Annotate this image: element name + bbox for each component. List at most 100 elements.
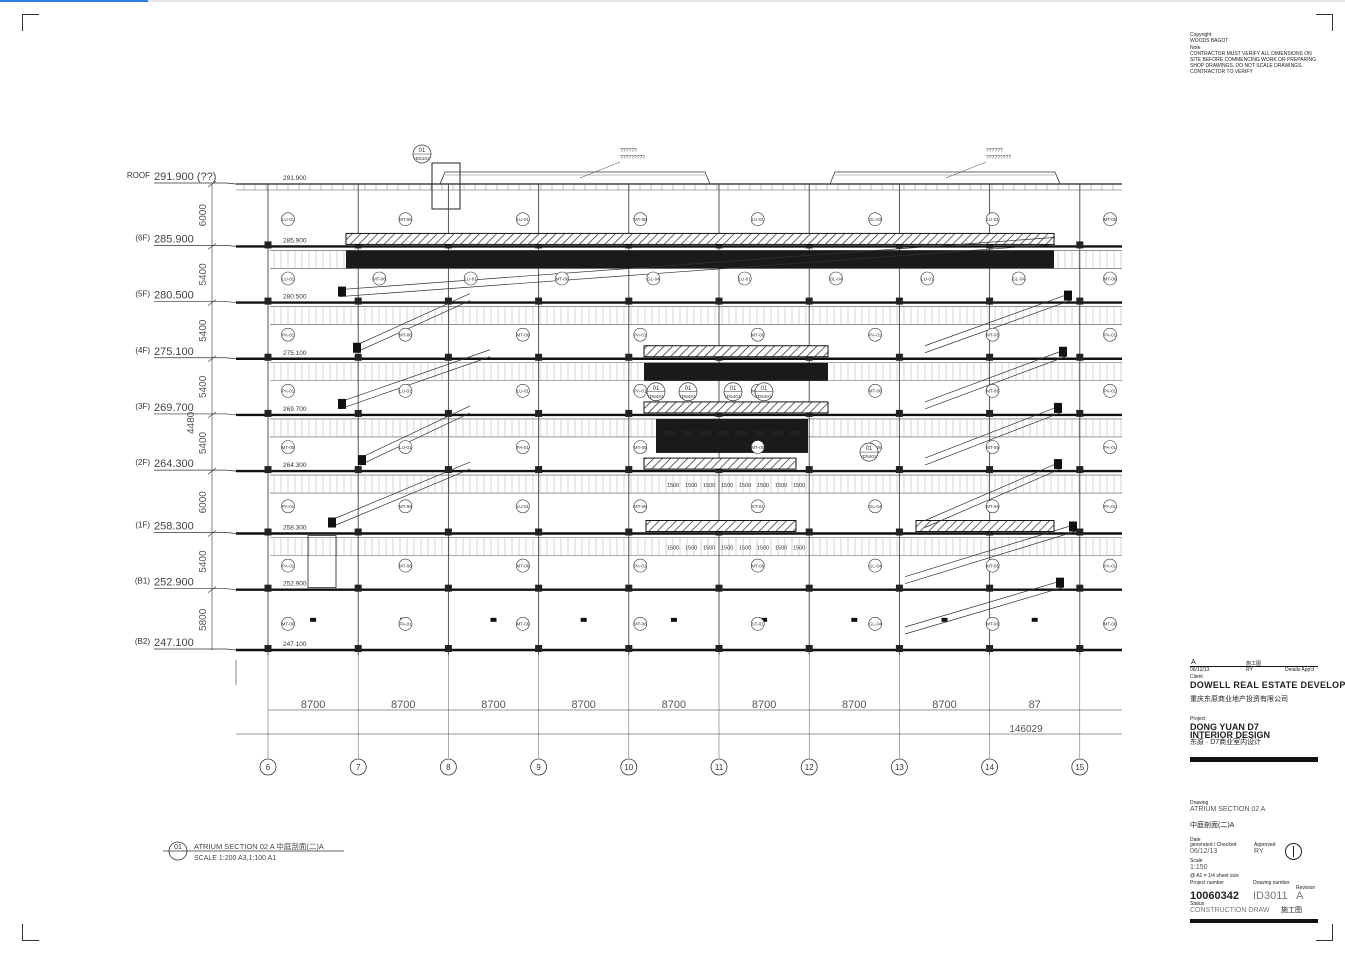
escalator-rail <box>924 468 1061 528</box>
column-node <box>1076 409 1084 417</box>
roof-detail-box <box>431 162 461 210</box>
callout-reference: ID5401 <box>756 394 772 400</box>
material-tag-mt-06: MT-06 <box>399 332 412 337</box>
escalator-landing <box>358 455 366 466</box>
material-tag-mt-06: MT-06 <box>1104 276 1117 281</box>
bay-dimension: 8700 <box>481 699 505 711</box>
material-tag-pa-01: PA-01 <box>399 622 412 627</box>
basement-unit-mark <box>1031 617 1038 622</box>
material-tag-mt-06: MT-06 <box>634 622 647 627</box>
drawing-number: ID3011 <box>1253 890 1288 902</box>
column-node <box>625 528 633 536</box>
tag-circle <box>281 212 295 227</box>
grid-axis-11: 11 <box>715 763 724 772</box>
tag-circle <box>985 440 1000 454</box>
material-tag-st-01: ST-01 <box>752 622 765 627</box>
axis-bubble <box>259 758 277 776</box>
grid-axis-13: 13 <box>895 763 904 772</box>
tag-circle <box>868 499 882 514</box>
column-node <box>535 584 543 592</box>
material-tag-mt-06: MT-06 <box>282 622 295 627</box>
revision-letter: A <box>1191 659 1196 666</box>
module-dimension: 1500 <box>699 431 711 437</box>
project-name-cn: 东原 · D7商业室内设计 <box>1190 739 1262 746</box>
column-node <box>625 297 633 305</box>
callout-reference: ID5401 <box>680 394 696 400</box>
tag-circle <box>555 271 569 286</box>
material-tag-mt-06: MT-06 <box>1104 217 1117 222</box>
column-node <box>1076 528 1084 536</box>
column-node <box>444 584 452 592</box>
module-dimension: 1500 <box>789 431 801 437</box>
column-node <box>625 353 633 361</box>
column-node <box>986 645 994 652</box>
bay-dimension: 8700 <box>932 699 956 711</box>
revision-by: RY <box>1246 667 1253 673</box>
tag-circle <box>281 384 295 398</box>
escalator-rail <box>924 300 1071 354</box>
module-dimension: 1500 <box>703 483 715 489</box>
grid-axis-9: 9 <box>536 763 541 772</box>
callout-number: 01 <box>761 386 768 392</box>
column-node <box>535 409 543 417</box>
material-tag-pa-01: PA-01 <box>1104 563 1117 568</box>
revision-label: Revision <box>1296 885 1316 891</box>
material-tag-mt-06: MT-06 <box>399 504 412 509</box>
note-line-1: CONTRACTOR MUST VERIFY ALL DIMENSIONS ON <box>1190 51 1312 57</box>
tag-circle <box>633 617 648 631</box>
axis-bubble <box>349 758 367 776</box>
escalators <box>328 237 1077 635</box>
material-tag-gl-03: GL-03 <box>869 217 882 222</box>
level-tag: (5F) <box>135 290 150 299</box>
roof-note-1: ??????????????? <box>579 148 645 179</box>
column-node <box>895 353 903 361</box>
material-tag-lu-01: LU-01 <box>517 217 530 222</box>
material-tag-lu-01: LU-01 <box>517 389 530 394</box>
module-dimension: 1500 <box>793 483 805 489</box>
tag-circle <box>633 327 648 342</box>
level-sub-elevation: 269.700 <box>283 406 307 413</box>
material-tag-mt-06: MT-06 <box>399 563 412 568</box>
level-sub-elevation: 264.300 <box>283 462 307 469</box>
module-dimension: 1500 <box>757 546 769 552</box>
escalator-11 <box>904 577 1064 635</box>
revision-divider <box>1190 666 1318 667</box>
level-elevation: 291.900 (??) <box>154 171 216 183</box>
tag-circle <box>633 440 648 454</box>
tag-circle <box>281 327 295 342</box>
bridge-band-6 <box>915 520 1055 532</box>
tag-circle <box>985 558 1000 573</box>
bay-dimension: 8700 <box>752 699 776 711</box>
note-line-2: SITE BEFORE COMMENCING WORK OR PREPARING <box>1190 57 1317 63</box>
column-node <box>986 466 994 474</box>
callout-reference: ID5401 <box>725 394 741 400</box>
grid-axis-7: 7 <box>356 763 361 772</box>
material-tag-lu-01: LU-01 <box>517 504 530 509</box>
title-block-rule-2 <box>1190 919 1318 923</box>
column-node <box>1076 353 1084 361</box>
escalator-rail <box>924 405 1061 459</box>
bay-dimension: 8700 <box>571 699 595 711</box>
skylight-2 <box>829 171 1061 185</box>
column-node <box>805 297 813 305</box>
escalator-10 <box>904 521 1077 585</box>
level-tag: (2F) <box>135 458 150 467</box>
material-tag-pa-01: PA-01 <box>282 332 295 337</box>
bridge-band-1 <box>345 232 1055 245</box>
tag-circle <box>516 212 530 227</box>
column-node <box>895 645 903 652</box>
material-tag-mt-06: MT-06 <box>373 276 386 281</box>
basement-unit-mark <box>670 617 677 622</box>
bridge-band-3 <box>643 401 829 414</box>
tag-circle <box>737 271 752 286</box>
level-leader-tail <box>225 648 237 651</box>
tag-circle <box>516 440 530 454</box>
level-tag: (3F) <box>135 402 150 411</box>
column-node <box>444 353 452 361</box>
material-tag-mt-06: MT-06 <box>634 445 647 450</box>
dimension-tick <box>207 411 217 419</box>
